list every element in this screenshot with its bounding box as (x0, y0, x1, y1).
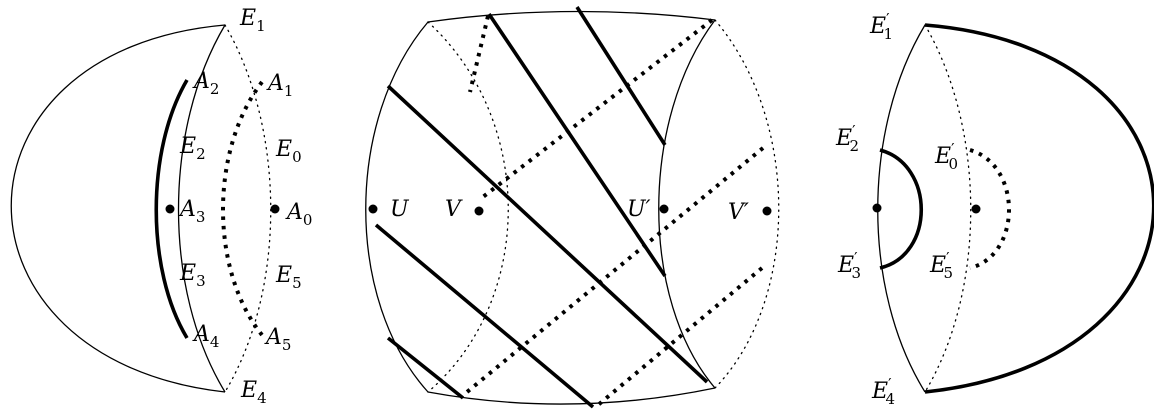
label-a5: A5 (264, 325, 291, 354)
left-figure (10, 24, 280, 393)
prime-mark: ′ (852, 122, 856, 140)
label-v-prime-mark: ′ (744, 200, 749, 225)
label-a2: A2 (192, 69, 219, 98)
right-front-rim (877, 24, 926, 393)
mid-dotted-line-1 (468, 15, 490, 93)
label-e5: E5 (275, 263, 302, 292)
mid-solid-line-2 (575, 6, 667, 146)
label-v: V (445, 197, 463, 222)
label-u: U (390, 197, 410, 222)
label-e0: E0 (275, 137, 302, 166)
right-outer-arc (924, 23, 1154, 394)
middle-figure (365, 6, 780, 409)
label-e3-prime: E′3 (837, 249, 861, 282)
left-back-rim (224, 24, 272, 393)
labels: E1 A2 A1 E2 E0 A3 A0 E3 E5 A4 A5 E4 U V … (178, 6, 958, 408)
mid-solid-line-3 (386, 84, 709, 384)
mid-solid-line-4 (374, 223, 595, 409)
point-right-front (872, 203, 882, 213)
point-right-back (971, 204, 981, 214)
point-v (474, 206, 484, 216)
point-a0 (270, 204, 280, 214)
left-front-rim (177, 24, 226, 393)
label-e1: E1 (239, 6, 266, 35)
left-outer-arc (10, 24, 226, 393)
label-e5-prime: E′5 (929, 249, 953, 282)
right-arc-e2-e3 (879, 148, 923, 270)
label-e4-prime: E′4 (871, 375, 895, 408)
point-u (368, 204, 378, 214)
label-e1-prime: E′1 (869, 10, 893, 43)
point-a3 (165, 204, 175, 214)
prime-mark: ′ (886, 10, 890, 28)
mid-bottom-edge (427, 387, 716, 405)
prime-mark: ′ (946, 249, 950, 267)
left-arc-a2-a4 (154, 79, 189, 339)
prime-mark: ′ (888, 375, 892, 393)
point-v-prime (762, 206, 772, 216)
mid-right-front-rim (658, 19, 716, 389)
label-e2: E2 (179, 134, 206, 163)
mid-solid-line-5 (386, 336, 465, 400)
point-u-prime (659, 204, 669, 214)
mid-dotted-line-3 (465, 146, 765, 394)
label-e4: E4 (240, 378, 267, 407)
label-a0: A0 (285, 200, 312, 229)
mid-right-back-rim (714, 19, 780, 389)
mid-solid-line-1 (487, 12, 667, 278)
mid-left-front-rim (365, 21, 429, 393)
mid-dotted-line-4 (596, 266, 764, 407)
right-arc-e0-e5 (969, 148, 1011, 270)
label-a1: A1 (266, 71, 293, 100)
left-arc-a1-a5 (221, 80, 264, 337)
label-v-prime: V′ (728, 200, 749, 225)
mid-dotted-line-2 (477, 18, 714, 202)
right-back-rim (924, 24, 972, 393)
mid-top-edge (427, 10, 716, 23)
right-figure (872, 23, 1154, 394)
label-u-prime-mark: ′ (646, 197, 651, 222)
label-a4: A4 (192, 322, 219, 351)
label-e0-prime: E′0 (934, 140, 958, 173)
label-u-prime: U′ (627, 197, 651, 222)
label-a3: A3 (178, 197, 205, 226)
label-e2-prime: E′2 (835, 122, 859, 155)
prime-mark: ′ (854, 249, 858, 267)
prime-mark: ′ (951, 140, 955, 158)
mid-left-back-rim (427, 21, 509, 393)
label-e3: E3 (179, 261, 206, 290)
